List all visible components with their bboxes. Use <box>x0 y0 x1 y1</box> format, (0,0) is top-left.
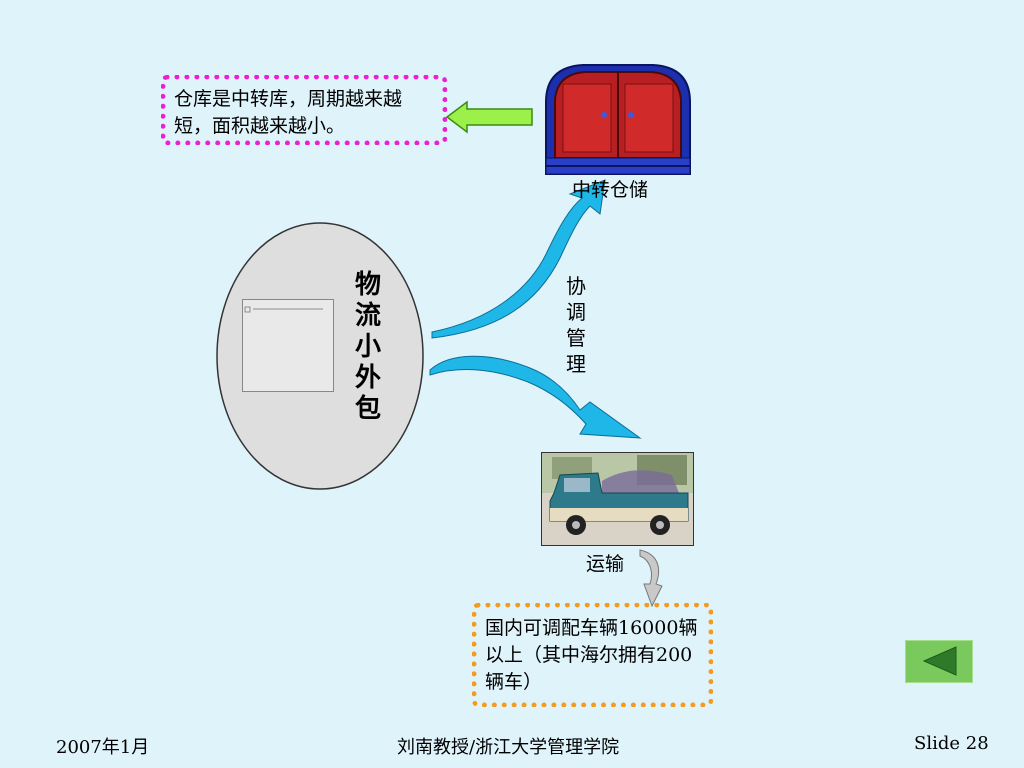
coordination-char: 协 <box>566 274 586 298</box>
coordination-char: 理 <box>566 352 586 376</box>
outsourcing-char: 流 <box>354 301 381 331</box>
footer-date: 2007年1月 <box>56 737 150 758</box>
prev-slide-button[interactable] <box>905 640 973 683</box>
arrow-to-warehouse <box>431 179 606 339</box>
outsourcing-label: 物 流 小 外 包 <box>353 270 383 425</box>
truck-photo <box>541 452 694 546</box>
grey-curved-arrow <box>639 549 663 608</box>
transport-note-text: 国内可调配车辆16000辆以上（其中海尔拥有200辆车） <box>485 617 698 693</box>
warehouse-note-text: 仓库是中转库，周期越来越短，面积越来越小。 <box>174 88 403 137</box>
outsourcing-char: 物 <box>354 270 381 300</box>
coordination-char: 调 <box>566 300 586 324</box>
image-placeholder <box>242 299 334 392</box>
transport-label: 运输 <box>586 553 625 575</box>
footer-author: 刘南教授/浙江大学管理学院 <box>397 737 620 758</box>
green-arrow-left-icon <box>445 100 533 134</box>
cabinet-icon <box>545 64 691 175</box>
arrow-to-truck <box>429 355 642 439</box>
coordination-label: 协 调 管 理 <box>565 273 587 377</box>
triangle-left-icon <box>922 646 957 676</box>
outsourcing-char: 小 <box>354 332 381 362</box>
warehouse-note: 仓库是中转库，周期越来越短，面积越来越小。 <box>161 75 447 145</box>
flow-arrows <box>429 179 642 439</box>
transport-note: 国内可调配车辆16000辆以上（其中海尔拥有200辆车） <box>472 603 713 707</box>
outsourcing-char: 包 <box>354 394 381 424</box>
warehouse-label: 中转仓储 <box>572 179 649 201</box>
outsourcing-char: 外 <box>354 363 381 393</box>
slide-number: Slide 28 <box>914 733 989 754</box>
coordination-char: 管 <box>566 326 586 350</box>
